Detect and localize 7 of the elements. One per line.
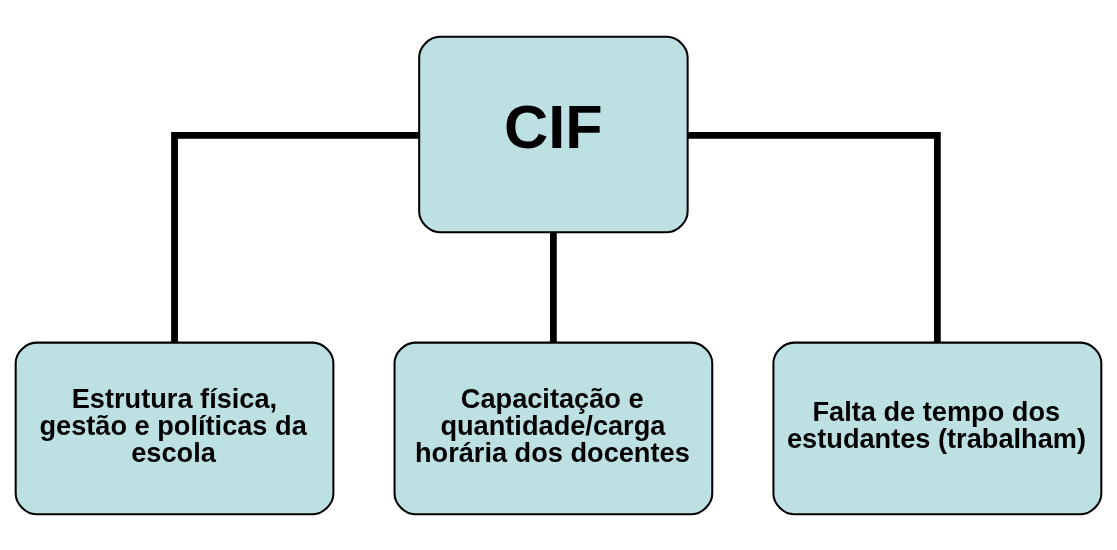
node-box: Estrutura física, gestão e políticas da escola [14, 341, 335, 515]
connector [550, 231, 557, 342]
node-box: CIF [418, 35, 689, 233]
node-box: Capacitação e quantidade/carga horária dos docentes [393, 341, 714, 515]
connector [687, 131, 941, 342]
node-box: Falta de tempo dos estudantes (trabalham) [772, 341, 1103, 515]
connector [171, 131, 419, 342]
